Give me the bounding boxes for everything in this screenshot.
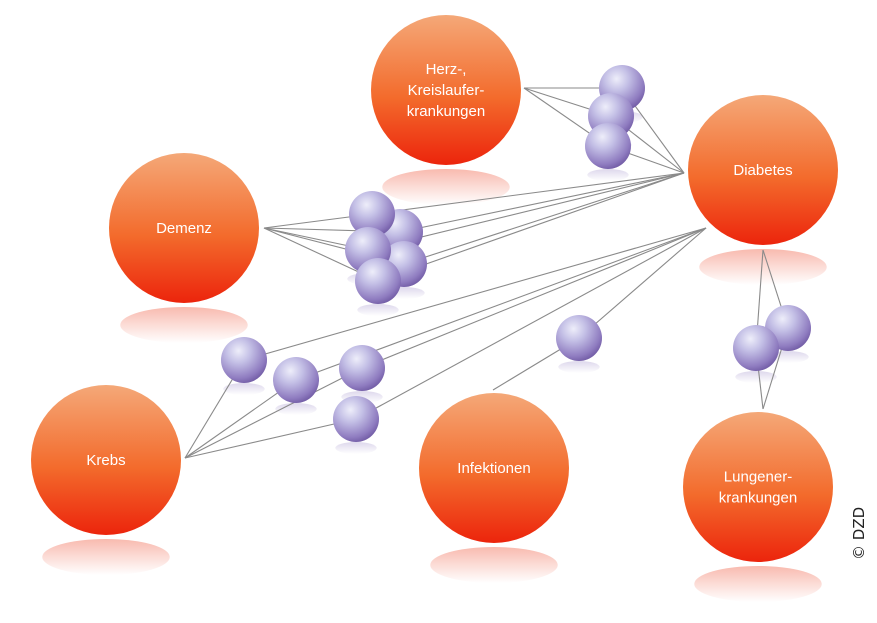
link-line-krebs-diabetes xyxy=(355,227,707,420)
disease-node-demenz xyxy=(109,153,259,303)
patient-sphere xyxy=(339,345,385,391)
node-label-lunge: krankungen xyxy=(719,490,797,507)
node-reflection-infektionen xyxy=(430,547,558,583)
node-label-infektionen: Infektionen xyxy=(457,460,530,477)
node-label-herz: Kreislaufer- xyxy=(408,82,485,99)
node-label-lunge: Lungener- xyxy=(724,469,792,486)
node-label-demenz: Demenz xyxy=(156,220,212,237)
link-line-demenz-diabetes xyxy=(403,172,685,265)
patient-sphere xyxy=(733,325,779,371)
patient-reflection xyxy=(223,383,265,395)
link-line-demenz-diabetes xyxy=(377,172,685,282)
patient-sphere xyxy=(556,315,602,361)
link-line-krebs-diabetes xyxy=(184,367,363,459)
disease-node-krebs xyxy=(31,385,181,535)
patient-reflection xyxy=(558,361,600,373)
node-label-diabetes: Diabetes xyxy=(733,162,792,179)
node-label-herz: Herz-, xyxy=(426,61,467,78)
disease-nodes: Herz-,Kreislaufer-krankungenDiabetesDeme… xyxy=(31,15,838,562)
disease-node-herz xyxy=(371,15,521,165)
link-line-demenz-diabetes xyxy=(371,172,685,215)
copyright-credit: © DZD xyxy=(850,506,868,560)
disease-node-infektionen xyxy=(419,393,569,543)
patient-sphere xyxy=(273,357,319,403)
node-reflection-lunge xyxy=(694,566,822,602)
patient-reflection xyxy=(735,371,777,383)
patient-sphere xyxy=(355,258,401,304)
disease-node-lunge xyxy=(683,412,833,562)
disease-node-diabetes xyxy=(688,95,838,245)
patient-sphere xyxy=(585,123,631,169)
node-reflection-krebs xyxy=(42,539,170,575)
node-label-krebs: Krebs xyxy=(86,452,125,469)
link-line-krebs-diabetes xyxy=(184,418,357,459)
node-reflection-diabetes xyxy=(699,249,827,285)
patient-sphere xyxy=(333,396,379,442)
link-line-demenz-diabetes xyxy=(399,172,685,233)
node-label-herz: krankungen xyxy=(407,103,485,120)
patient-reflection xyxy=(587,169,629,181)
patient-sphere xyxy=(349,191,395,237)
patient-spheres xyxy=(221,65,811,442)
patient-sphere xyxy=(221,337,267,383)
node-reflection-demenz xyxy=(120,307,248,343)
patient-reflection xyxy=(275,403,317,415)
link-line-infektionen-diabetes xyxy=(578,227,707,339)
link-line-krebs-diabetes xyxy=(361,227,707,369)
patient-reflection xyxy=(335,442,377,454)
node-reflection-herz xyxy=(382,169,510,205)
link-line-krebs-diabetes xyxy=(243,227,707,361)
patient-reflection xyxy=(357,304,399,316)
